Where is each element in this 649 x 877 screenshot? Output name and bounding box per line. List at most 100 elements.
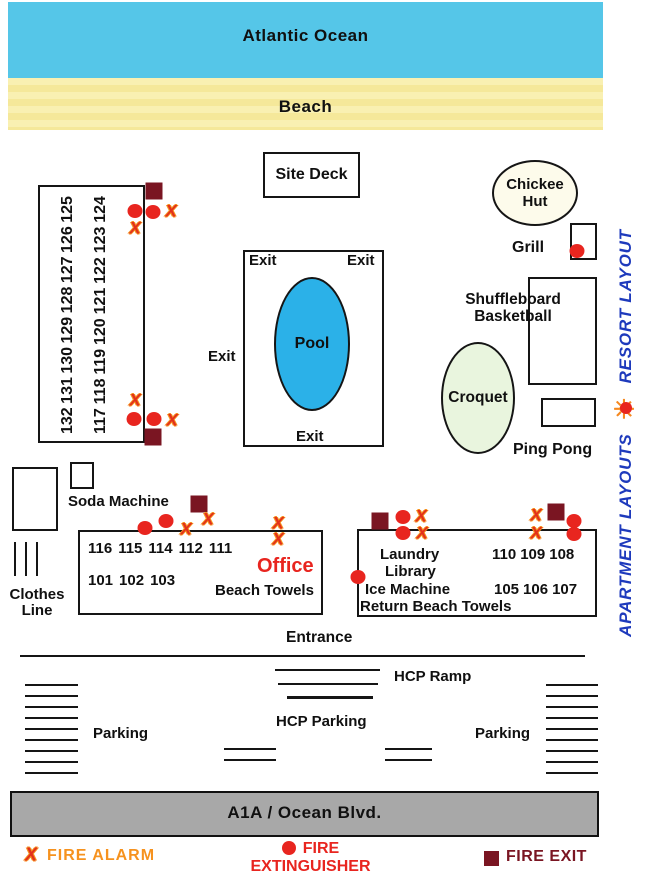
return-beach-towels-label: Return Beach Towels — [360, 598, 512, 615]
room-number: 129 — [59, 316, 76, 344]
laundry-building — [357, 529, 597, 617]
fire-alarm-marker: X — [166, 410, 178, 430]
fire-exit-marker — [371, 512, 389, 530]
road-label: A1A / Ocean Blvd. — [227, 803, 382, 822]
shuffleboard-basketball-label: Shuffleboard Basketball — [447, 291, 579, 325]
hcp-parking-spaces-left — [224, 748, 276, 765]
chickee-hut-label: Chickee Hut — [506, 176, 564, 210]
pool-exit-left: Exit — [208, 348, 236, 365]
ice-machine-label: Ice Machine — [365, 581, 451, 598]
shuffleboard-basketball-court — [528, 277, 597, 385]
room-number: 106 — [523, 581, 549, 598]
clothes-line-label: Clothes Line — [9, 586, 65, 619]
soda-machine-label: Soda Machine — [68, 493, 169, 510]
entrance-road-line — [20, 655, 585, 657]
soda-machine — [70, 462, 94, 489]
fire-alarm-marker: X — [530, 505, 542, 525]
room-number: 128 — [59, 286, 76, 314]
beach-towels-label: Beach Towels — [215, 582, 314, 599]
fire-exit-marker — [145, 182, 163, 200]
fire-exit-marker — [190, 495, 208, 513]
site-deck-label: Site Deck — [275, 166, 348, 183]
fire-extinguisher-marker — [158, 514, 174, 528]
room-number: 127 — [59, 256, 76, 284]
fire-exit-marker — [547, 503, 565, 521]
north-apartment-building — [38, 185, 145, 443]
croquet-label: Croquet — [448, 389, 508, 406]
storage-building — [12, 467, 58, 531]
room-number: 112 — [178, 540, 203, 557]
parking-right-label: Parking — [475, 725, 531, 742]
fire-extinguisher-marker — [566, 514, 582, 528]
parking-left-label: Parking — [93, 725, 149, 742]
room-number: 118 — [92, 378, 109, 405]
room-number: 119 — [92, 348, 109, 375]
beach-label: Beach — [278, 97, 333, 116]
shuffleboard-label: Shuffleboard — [465, 291, 561, 308]
room-number: 105 — [494, 581, 520, 598]
site-deck: Site Deck — [263, 152, 360, 198]
entrance-label: Entrance — [286, 629, 353, 646]
parking-right-spaces — [546, 684, 598, 774]
hcp-ramp-label: HCP Ramp — [394, 668, 472, 685]
atlantic-ocean-area: Atlantic Ocean — [8, 2, 603, 78]
room-number: 130 — [59, 346, 76, 374]
pool-exit-top-left: Exit — [249, 252, 277, 269]
ping-pong-table — [541, 398, 596, 427]
room-number: 108 — [549, 546, 575, 563]
room-number: 103 — [150, 572, 176, 589]
fire-alarm-marker: X — [202, 509, 214, 529]
fire-extinguisher-marker — [145, 205, 161, 219]
laundry-label: Laundry — [380, 546, 440, 563]
room-number: 122 — [92, 257, 109, 284]
room-number: 115 — [118, 540, 143, 557]
room-number: 125 — [59, 196, 76, 223]
office-building — [78, 530, 323, 615]
chickee-hut: Chickee Hut — [492, 160, 578, 226]
pool-exit-bottom: Exit — [296, 428, 324, 445]
office-label: Office — [257, 555, 314, 577]
room-number: 111 — [208, 540, 233, 557]
room-number: 126 — [59, 226, 76, 253]
fire-extinguisher-icon — [281, 841, 296, 855]
ocean-label: Atlantic Ocean — [242, 26, 369, 45]
pool-label: Pool — [294, 335, 330, 352]
room-number: 109 — [520, 546, 546, 563]
hcp-ramp-line — [278, 683, 378, 685]
pool-exit-top-right: Exit — [347, 252, 375, 269]
room-number: 132 — [59, 407, 76, 434]
fire-alarm-marker: X — [272, 513, 284, 533]
fire-exit-icon — [484, 851, 499, 866]
pool: Pool — [274, 277, 350, 411]
library-label: Library — [385, 563, 436, 580]
legend-fire-extinguisher-label-1: FIRE — [302, 840, 340, 857]
legend-fire-alarm-label: FIRE ALARM — [47, 847, 156, 864]
room-number: 124 — [92, 196, 109, 223]
fire-extinguisher-marker — [395, 510, 411, 524]
hcp-parking-spaces-right — [385, 748, 432, 765]
room-number: 120 — [92, 318, 109, 345]
room-number: 123 — [92, 226, 109, 254]
room-number: 101 — [88, 572, 114, 589]
room-number: 110 — [492, 546, 517, 563]
legend-fire-extinguisher: FIRE EXTINGUISHER — [233, 840, 388, 875]
legend-fire-extinguisher-label-2: EXTINGUISHER — [250, 857, 371, 875]
fire-exit-marker — [144, 428, 162, 446]
croquet-area: Croquet — [441, 342, 515, 454]
resort-layout-text: RESORT LAYOUT — [616, 229, 635, 384]
fire-extinguisher-marker — [146, 412, 162, 426]
basketball-label: Basketball — [474, 308, 552, 325]
road-a1a: A1A / Ocean Blvd. — [10, 791, 599, 837]
clothes-line — [14, 542, 40, 576]
fire-alarm-marker: X — [415, 506, 427, 526]
sidebar-vertical-text: APARTMENT LAYOUTS RESORT LAYOUT — [612, 188, 640, 678]
parking-left-spaces — [25, 684, 78, 774]
legend-fire-alarm-icon: X — [24, 844, 38, 865]
